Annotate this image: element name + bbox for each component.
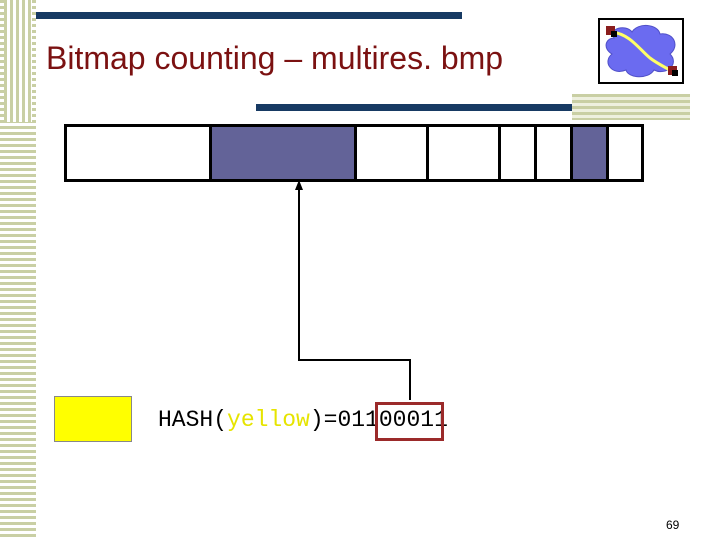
decorative-stripe-top bbox=[4, 0, 32, 122]
bitmap-cell bbox=[357, 127, 429, 179]
hash-expression: HASH(yellow)=01100011 bbox=[158, 407, 448, 433]
title-rule-bottom bbox=[256, 104, 690, 111]
slide-title: Bitmap counting – multires. bmp bbox=[46, 40, 504, 76]
bitmap-cell bbox=[573, 127, 609, 179]
hash-suffix: )= bbox=[309, 407, 338, 433]
title-rule-top bbox=[36, 12, 462, 19]
bitmap bbox=[64, 124, 644, 182]
logo bbox=[598, 18, 684, 84]
bitmap-cell bbox=[537, 127, 573, 179]
bitmap-cell bbox=[609, 127, 641, 179]
bitmap-cell bbox=[501, 127, 537, 179]
decorative-corner-block bbox=[572, 94, 690, 120]
hash-argument: yellow bbox=[227, 407, 310, 433]
highlighted-bits-box bbox=[375, 402, 444, 441]
bitmap-cell bbox=[67, 127, 212, 179]
bitmap-cell bbox=[429, 127, 501, 179]
yellow-color-sample bbox=[54, 396, 132, 442]
hash-bits-highlighted: 011 bbox=[337, 407, 379, 433]
hash-bits-rest: 00011 bbox=[378, 407, 448, 433]
hash-prefix: HASH( bbox=[158, 407, 228, 433]
page-number: 69 bbox=[666, 518, 680, 532]
network-cloud-icon bbox=[605, 25, 678, 78]
bitmap-cell bbox=[212, 127, 357, 179]
